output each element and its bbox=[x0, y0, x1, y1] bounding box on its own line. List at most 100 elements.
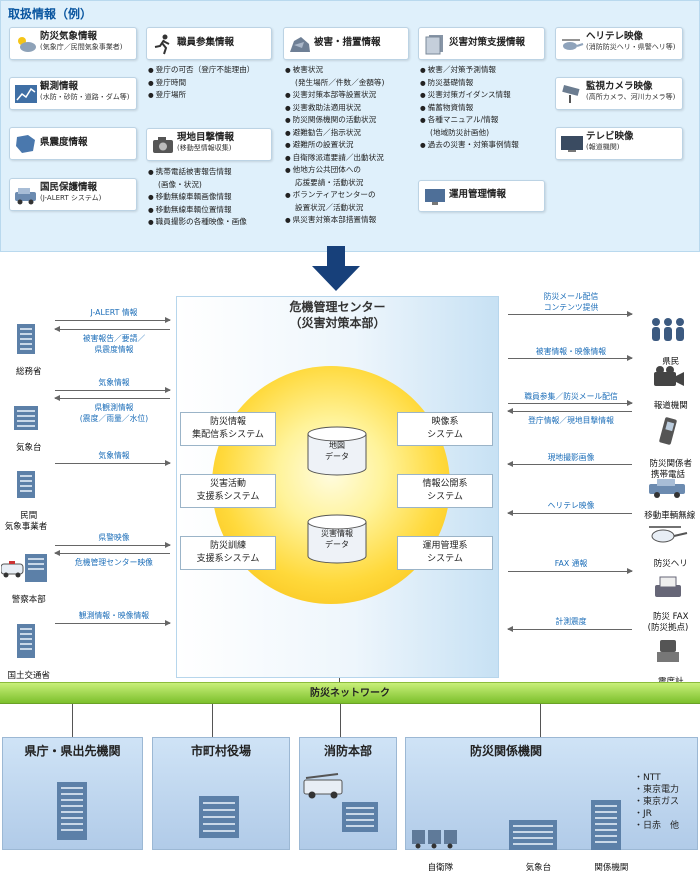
center-title: 危機管理センター （災害対策本部） bbox=[289, 300, 386, 330]
box-title: 現地目撃情報 bbox=[177, 132, 235, 143]
entity-disaster-fax: 防災 FAX (防災拠点) bbox=[637, 553, 699, 634]
database-icon bbox=[307, 426, 367, 476]
list-item: 防災関係機関の活動状況 bbox=[285, 114, 384, 127]
connector-line bbox=[340, 704, 341, 738]
list-item: 携帯電話被害報告情報 bbox=[148, 166, 247, 179]
damage-measures-info-box: 被害・措置情報 bbox=[283, 27, 409, 60]
staff-info-list: 登庁の可否（登庁不能理由） 登庁時間 登庁場所 bbox=[148, 64, 255, 102]
flow-label: 現地撮影画像 bbox=[547, 453, 595, 462]
damage-info-list: 被害状況 (発生場所／件数／金額等) 災害対策本部等設置状況 災害救助法適用状況… bbox=[285, 64, 385, 227]
building-icon bbox=[199, 796, 239, 838]
entity-disaster-heli: 防災ヘリ bbox=[637, 502, 699, 570]
arrow-right bbox=[55, 542, 171, 548]
flow-label: 計測震度 bbox=[555, 617, 587, 626]
bottom-box-title: 県庁・県出先機関 bbox=[24, 744, 121, 758]
box-subtitle: (移動型情報収集) bbox=[177, 143, 232, 152]
building-icon bbox=[509, 820, 557, 850]
bottom-box-title: 市町村役場 bbox=[190, 744, 251, 758]
prefecture-seismic-info-box: 県震度情報 bbox=[9, 127, 137, 160]
agency-weather-station: 気象台 bbox=[498, 790, 568, 885]
entity-seismometer: 震度計 bbox=[637, 616, 699, 688]
list-item: 災害対策本部等設置状況 bbox=[285, 89, 384, 102]
list-item: (画像・状況) bbox=[158, 179, 202, 189]
entity-mic: 総務省 bbox=[4, 298, 48, 378]
box-subtitle: (J-ALERT システム) bbox=[40, 193, 102, 202]
agency-related: 関係機関 bbox=[582, 776, 630, 885]
weather-icon bbox=[18, 37, 36, 52]
building-icon bbox=[17, 624, 35, 658]
entity-label: 国土交通省 bbox=[7, 671, 50, 681]
tv-icon bbox=[561, 136, 583, 152]
flow-label: 気象情報 bbox=[98, 378, 130, 387]
entity-mobile-vehicle: 移動車輌無線 bbox=[634, 456, 700, 522]
people-icon bbox=[652, 318, 684, 341]
field-sighting-info-box: 現地目撃情報(移動型情報収集) bbox=[146, 128, 272, 161]
list-item: 職員撮影の各種映像・画像 bbox=[148, 216, 247, 229]
arrow-right bbox=[508, 568, 633, 574]
seismometer-icon bbox=[657, 640, 679, 662]
down-arrow-icon bbox=[312, 246, 360, 291]
fire-department-box: 消防本部 bbox=[299, 737, 397, 850]
flow-label: 観測情報・映像情報 bbox=[78, 611, 150, 620]
bottom-box-title: 防災関係機関 bbox=[469, 744, 542, 758]
list-item: 他地方公共団体への bbox=[285, 164, 384, 177]
running-person-icon bbox=[154, 34, 170, 55]
arrow-left bbox=[54, 326, 170, 332]
building-icon bbox=[57, 782, 87, 840]
flow-label: 防災メール配信 コンテンツ提供 bbox=[543, 292, 599, 312]
box-title: 被害・措置情報 bbox=[314, 37, 381, 48]
civil-protection-info-box: 国民保護情報(J-ALERT システム) bbox=[9, 178, 137, 211]
list-item: 設置状況／活動状況 bbox=[295, 202, 364, 212]
mobile-phone-icon bbox=[659, 417, 677, 445]
heli-tv-info-box: ヘリテレ映像(消防防災ヘリ・県警ヘリ等) bbox=[555, 27, 683, 60]
video-camera-icon bbox=[654, 366, 684, 386]
list-item: 登庁の可否（登庁不能理由） bbox=[148, 64, 255, 77]
building-icon bbox=[342, 802, 378, 832]
system-box: 防災情報 集配信系システム bbox=[180, 412, 276, 446]
flow-label: 登庁情報／現地目撃情報 bbox=[528, 416, 614, 425]
entity-label: 民間 気象事業者 bbox=[4, 511, 48, 532]
vehicle-icon bbox=[649, 479, 685, 498]
box-title: 防災気象情報 bbox=[40, 31, 98, 42]
database-icon bbox=[307, 514, 367, 564]
agency-label: 自衛隊 bbox=[427, 863, 454, 873]
disaster-agencies-box: 防災関係機関 自衛隊 気象台 関係機関 ・NTT ・東京電力 ・東京ガス ・JR… bbox=[405, 737, 698, 873]
list-item: 移動無線車輌位置情報 bbox=[148, 204, 247, 217]
entity-press: 報道機関 bbox=[637, 344, 699, 412]
arrow-right bbox=[508, 400, 633, 406]
list-item: ・NTT bbox=[634, 773, 661, 783]
entity-label: 気象台 bbox=[15, 443, 42, 453]
box-title: ヘリテレ映像 bbox=[586, 31, 644, 42]
list-item: 避難勧告／指示状況 bbox=[285, 127, 384, 140]
list-item: 備蓄物資情報 bbox=[420, 102, 519, 115]
box-title: 職員参集情報 bbox=[177, 37, 235, 48]
box-title: 運用管理情報 bbox=[449, 189, 507, 200]
flow-label: ヘリテレ映像 bbox=[547, 501, 595, 510]
chart-icon bbox=[15, 85, 37, 103]
box-subtitle: (高所カメラ、河川カメラ等) bbox=[586, 92, 676, 101]
box-title: 国民保護情報 bbox=[40, 182, 98, 193]
camera-icon bbox=[153, 137, 173, 153]
bottom-box-title: 消防本部 bbox=[323, 744, 372, 758]
list-item: ・東京電力 bbox=[634, 785, 680, 795]
flow-label: 県警映像 bbox=[98, 533, 130, 542]
arrow-left bbox=[507, 626, 632, 632]
list-item: 被害／対策予測情報 bbox=[420, 64, 519, 77]
flow-label: 被害報告／要請／ 県震度情報 bbox=[82, 334, 146, 354]
collapsed-house-icon bbox=[290, 37, 310, 52]
disaster-network-bar: 防災ネットワーク bbox=[0, 682, 700, 704]
entity-police: 警察本部 bbox=[0, 528, 52, 606]
entity-label: 報道機関 bbox=[653, 401, 688, 411]
entity-label: 防災 FAX (防災拠点) bbox=[647, 612, 689, 633]
municipal-office-box: 市町村役場 bbox=[152, 737, 290, 850]
disaster-weather-info-box: 防災気象情報(気象庁／民間気象事業者) bbox=[9, 27, 137, 60]
map-icon bbox=[16, 135, 35, 153]
entity-label: 移動車輌無線 bbox=[644, 511, 696, 521]
flow-label: 被害情報・映像情報 bbox=[535, 347, 607, 356]
flow-label: 危機管理センター映像 bbox=[75, 558, 153, 567]
helicopter-icon bbox=[649, 526, 688, 543]
box-subtitle: (水防・砂防・道路・ダム等) bbox=[40, 92, 130, 101]
building-icon bbox=[17, 471, 35, 498]
fax-icon bbox=[655, 576, 681, 597]
arrow-left bbox=[507, 461, 632, 467]
